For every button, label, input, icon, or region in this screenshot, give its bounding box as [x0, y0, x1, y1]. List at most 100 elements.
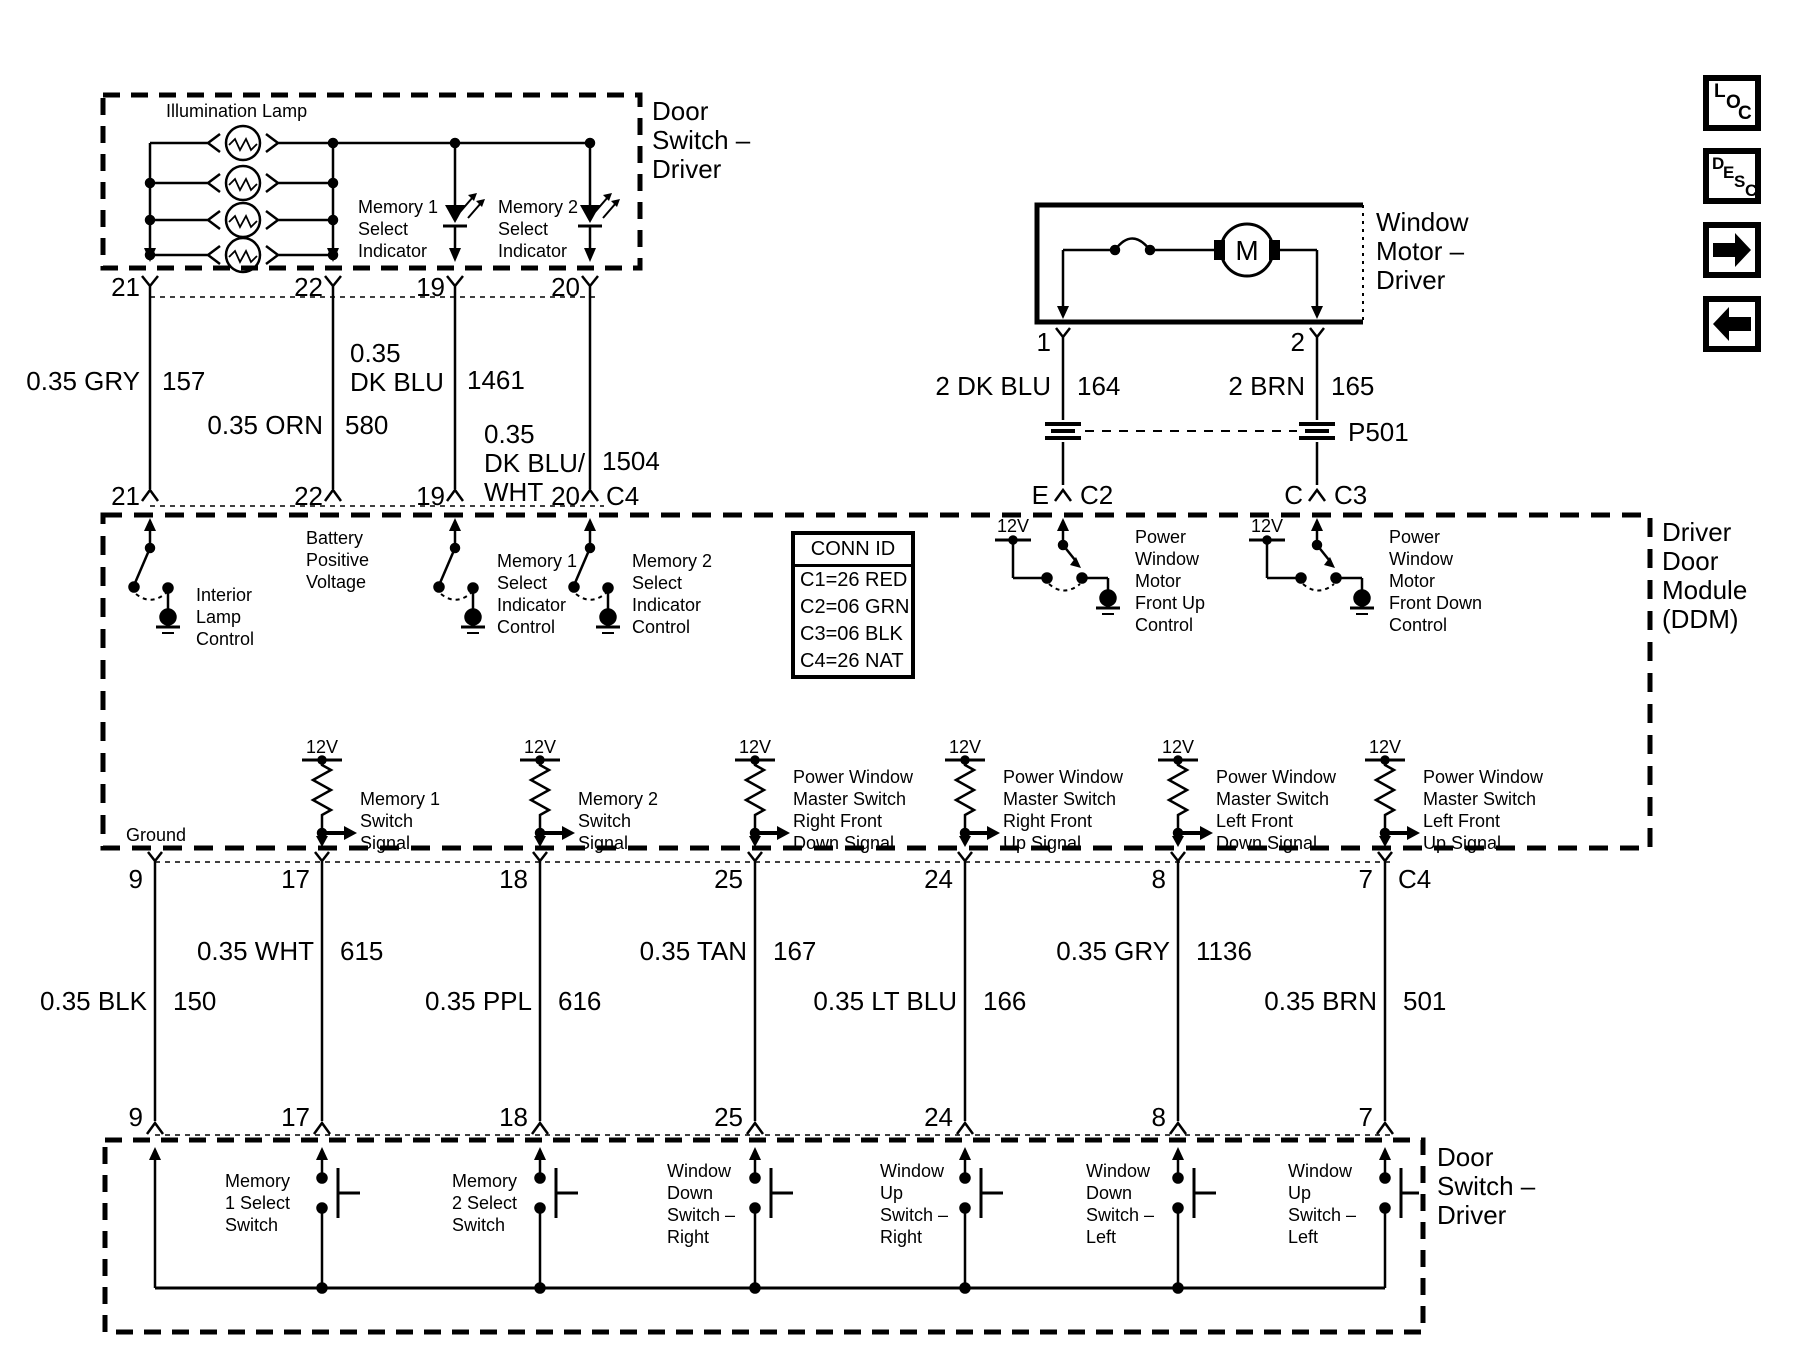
wire-164-label: 2 DK BLU: [935, 371, 1051, 401]
wire-157-label: 0.35 GRY: [26, 366, 140, 396]
lf-down-signal-label: Power Window Master Switch Left Front Do…: [1216, 767, 1337, 853]
memory1-select-switch-label: Memory 1 Select Switch: [225, 1171, 291, 1235]
bottom-door-switch-box: [102, 1137, 1426, 1335]
pin-19-top: 19: [416, 272, 445, 302]
memory1-indicator-switch-icon: [433, 518, 485, 634]
conn-id-header: CONN ID: [795, 535, 911, 567]
lf-up-signal-label: Power Window Master Switch Left Front Up…: [1423, 767, 1544, 853]
wire-167-label: 0.35 TAN: [639, 936, 747, 966]
power-window-up-switch-icon: [995, 518, 1120, 615]
window-up-left-switch-label: Window Up Switch – Left: [1288, 1161, 1357, 1247]
back-button[interactable]: [1703, 296, 1761, 352]
wire-150-label: 0.35 BLK: [40, 986, 147, 1016]
top-box-title: Door Switch – Driver: [652, 96, 751, 184]
switch-pin-17: 17: [281, 1102, 310, 1132]
ddm-pin-e: E: [1031, 480, 1049, 510]
desc-letter: S: [1734, 172, 1746, 191]
ddm-pin-17: 17: [281, 864, 310, 894]
back-arrow-icon: [1713, 307, 1751, 341]
wire-1504-circuit: 1504: [602, 446, 660, 476]
wire-164-circuit: 164: [1077, 371, 1121, 401]
v12-label-down: 12V: [1250, 516, 1284, 536]
memory1-indicator-label: Memory 1 Select Indicator: [358, 197, 439, 261]
ddm-pin-25: 25: [714, 864, 743, 894]
grommet-icon: [1045, 422, 1335, 440]
ddm-conn-c3: C3: [1334, 480, 1368, 510]
top-door-switch-box: [100, 92, 643, 271]
ddm-pin-19: 19: [416, 481, 445, 511]
window-down-right-switch-label: Window Down Switch – Right: [667, 1161, 736, 1247]
wire-166-circuit: 166: [983, 986, 1027, 1016]
wire-165-label: 2 BRN: [1228, 371, 1305, 401]
conn-id-table: CONN ID C1=26 RED C2=06 GRN C3=06 BLK C4…: [791, 531, 915, 679]
memory2-switch-signal-label: Memory 2 Switch Signal: [578, 789, 659, 853]
wire-150-circuit: 150: [173, 986, 217, 1016]
ddm-pin-22: 22: [294, 481, 323, 511]
p501-label: P501: [1348, 417, 1409, 447]
window-down-left-switch-label: Window Down Switch – Left: [1086, 1161, 1155, 1247]
forward-arrow-icon: [1713, 233, 1751, 267]
switch-pin-9: 9: [128, 1102, 143, 1132]
window-motor-box: [1034, 202, 1364, 325]
loc-letter: O: [1726, 92, 1741, 113]
wire-165-circuit: 165: [1331, 371, 1375, 401]
wire-1136-circuit: 1136: [1196, 936, 1252, 966]
conn-id-row: C3=06 BLK: [800, 623, 903, 645]
ddm-pin-c: C: [1284, 480, 1303, 510]
wire-615-circuit: 615: [340, 936, 384, 966]
desc-letter: D: [1712, 154, 1725, 173]
ddm-pin-9: 9: [128, 864, 143, 894]
ddm-pin-8: 8: [1151, 864, 1166, 894]
loc-button[interactable]: L O C: [1703, 75, 1761, 131]
memory2-led-icon: [578, 143, 620, 262]
wire-615-label: 0.35 WHT: [196, 936, 314, 966]
v12-label-r1: 12V: [305, 737, 339, 757]
wire-166-label: 0.35 LT BLU: [813, 986, 957, 1016]
desc-button[interactable]: D E S C: [1703, 148, 1761, 204]
ddm-pin-20: 20: [551, 481, 580, 511]
ddm-pin-24: 24: [924, 864, 953, 894]
loc-letter: C: [1738, 103, 1752, 124]
switch-pin-7: 7: [1358, 1102, 1373, 1132]
motor-wires: [1045, 327, 1335, 502]
ddm-conn-c4-top: C4: [606, 481, 640, 511]
illumination-lamp-symbols: [144, 124, 596, 274]
ddm-pin-21: 21: [111, 481, 140, 511]
ddm-conn-c4-bottom: C4: [1398, 864, 1432, 894]
desc-letter: C: [1745, 181, 1758, 200]
v12-label-r3: 12V: [738, 737, 772, 757]
pullup-resistor-icons: [302, 755, 1420, 847]
bottom-box-title: Door Switch – Driver: [1437, 1142, 1536, 1230]
conn-id-row: C2=06 GRN: [800, 596, 910, 618]
memory1-indicator-control-label: Memory 1 Select Indicator Control: [497, 551, 578, 637]
forward-button[interactable]: [1703, 222, 1761, 278]
ground-label: Ground: [126, 825, 187, 845]
motor-pin-1: 1: [1036, 327, 1051, 357]
connector-row-top: [140, 275, 604, 507]
conn-id-row: C4=26 NAT: [800, 650, 904, 672]
wire-616-label: 0.35 PPL: [425, 986, 532, 1016]
motor-pin-2: 2: [1290, 327, 1305, 357]
ddm-pin-18: 18: [499, 864, 528, 894]
pin-21-top: 21: [111, 272, 140, 302]
rf-down-signal-label: Power Window Master Switch Right Front D…: [793, 767, 914, 853]
motor-icon-letter: M: [1235, 235, 1259, 266]
window-up-right-switch-label: Window Up Switch – Right: [880, 1161, 949, 1247]
interior-lamp-control-label: Interior Lamp Control: [196, 585, 255, 649]
illumination-lamp-label: Illumination Lamp: [166, 101, 308, 121]
switch-pin-24: 24: [924, 1102, 953, 1132]
loc-letter: L: [1714, 81, 1726, 102]
ddm-title: Driver Door Module (DDM): [1662, 517, 1748, 634]
bottom-switch-icons: [149, 1147, 1419, 1294]
memory2-indicator-switch-icon: [568, 518, 620, 634]
power-window-down-control-label: Power Window Motor Front Down Control: [1389, 527, 1483, 635]
ddm-pin-7: 7: [1358, 864, 1373, 894]
switch-pin-8: 8: [1151, 1102, 1166, 1132]
rf-up-signal-label: Power Window Master Switch Right Front U…: [1003, 767, 1124, 853]
memory1-switch-signal-label: Memory 1 Switch Signal: [360, 789, 441, 853]
v12-label-r6: 12V: [1368, 737, 1402, 757]
wire-1136-label: 0.35 GRY: [1056, 936, 1170, 966]
battery-positive-voltage-label: Battery Positive Voltage: [306, 528, 370, 592]
